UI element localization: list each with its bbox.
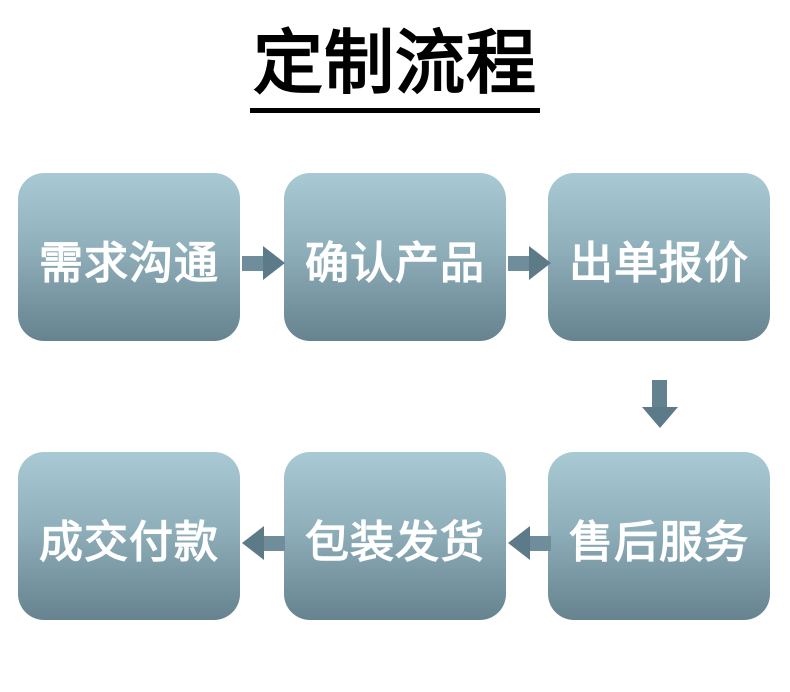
title-container: 定制流程 [0,24,790,114]
flow-step-label: 售后服务 [569,517,749,568]
flow-step-label: 包装发货 [305,517,485,568]
arrow-right-icon [242,246,285,280]
arrow-right-icon [508,246,551,280]
flow-step-after-sales: 售后服务 [548,452,770,620]
flow-step-requirements: 需求沟通 [18,173,240,341]
arrow-head [242,526,264,560]
flow-step-packing-shipping: 包装发货 [284,452,506,620]
arrow-shaft [508,255,529,271]
flow-step-label: 出单报价 [569,238,749,289]
flow-step-label: 需求沟通 [39,238,219,289]
arrow-shaft [530,535,551,551]
arrow-down-icon [641,380,678,428]
arrow-head [529,246,551,280]
arrow-shaft [264,535,285,551]
arrow-shaft [242,255,263,271]
flow-step-label: 成交付款 [39,517,219,568]
arrow-left-icon [508,526,551,560]
page-title: 定制流程 [250,24,540,114]
flow-step-payment: 成交付款 [18,452,240,620]
arrow-head [508,526,530,560]
arrow-head [641,407,678,428]
arrow-head [263,246,285,280]
flow-step-quotation: 出单报价 [548,173,770,341]
arrow-left-icon [242,526,285,560]
arrow-shaft [652,380,667,407]
flow-step-label: 确认产品 [305,238,485,289]
flow-step-confirm-product: 确认产品 [284,173,506,341]
